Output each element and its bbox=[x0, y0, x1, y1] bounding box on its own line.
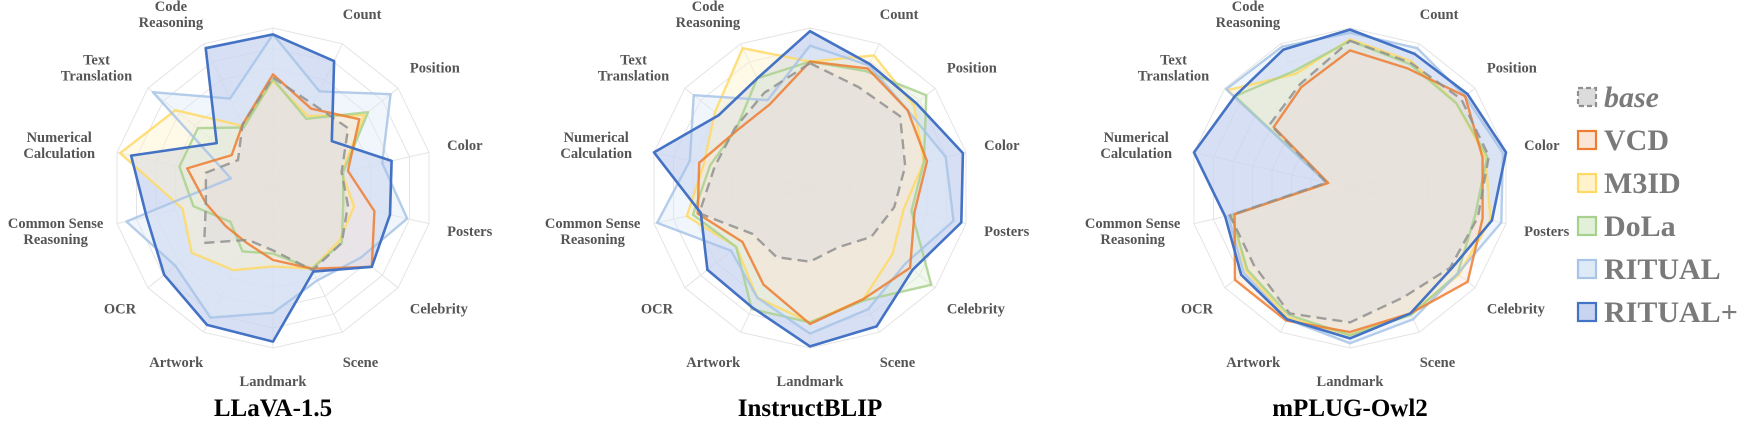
series-line-ritual bbox=[652, 29, 965, 348]
axis-label-scene: Scene bbox=[343, 355, 379, 371]
series-area-base bbox=[1229, 40, 1489, 323]
series-line-ritual bbox=[655, 44, 955, 335]
chart-title: InstructBLIP bbox=[738, 395, 882, 422]
series-line-ritual bbox=[125, 33, 409, 319]
axis-label-artwork: Artwork bbox=[686, 355, 741, 371]
legend-swatch bbox=[1576, 172, 1598, 194]
axis-label-position: Position bbox=[947, 61, 997, 77]
axis-label-landmark: Landmark bbox=[777, 374, 845, 390]
series-area-ritual bbox=[654, 31, 963, 347]
legend-label: M3ID bbox=[1604, 167, 1681, 200]
axis-label-posters: Posters bbox=[984, 224, 1029, 240]
series-area-base bbox=[699, 63, 906, 262]
series-area-m3id bbox=[686, 48, 924, 323]
series-area-vcd bbox=[697, 61, 927, 324]
axis-label-posters: Posters bbox=[447, 224, 492, 240]
axis-label-celebrity: Celebrity bbox=[1487, 301, 1546, 317]
chart-title: LLaVA-1.5 bbox=[214, 395, 332, 422]
series-area-dola bbox=[693, 61, 932, 323]
axis-label-scene: Scene bbox=[1420, 355, 1456, 371]
axis-label-celebrity: Celebrity bbox=[410, 301, 469, 317]
legend-swatch bbox=[1576, 129, 1598, 151]
axis-label-artwork: Artwork bbox=[1226, 355, 1281, 371]
axis-label-count: Count bbox=[343, 7, 382, 23]
chart-title: mPLUG-Owl2 bbox=[1272, 395, 1428, 422]
radar-chart-mplug-owl2: ExistenceCountPositionColorPostersCelebr… bbox=[1085, 0, 1570, 422]
axis-label-artwork: Artwork bbox=[149, 355, 204, 371]
legend-item-m3id: M3ID bbox=[1576, 167, 1681, 200]
series-area-dola bbox=[1231, 40, 1488, 336]
legend-item-dola: DoLa bbox=[1576, 210, 1676, 243]
series-line-vcd bbox=[185, 73, 376, 270]
series-area-vcd bbox=[1234, 50, 1483, 333]
axis-label-ocr: OCR bbox=[104, 301, 137, 317]
series-line-base bbox=[698, 62, 907, 263]
axis-label-existence: Existence bbox=[1321, 0, 1380, 4]
axis-label-color: Color bbox=[984, 138, 1020, 154]
radar-chart-instructblip: ExistenceCountPositionColorPostersCelebr… bbox=[545, 0, 1030, 422]
axis-label-position: Position bbox=[410, 61, 460, 77]
series-line-vcd bbox=[696, 60, 929, 326]
axis-label-color: Color bbox=[447, 138, 483, 154]
axis-label-count: Count bbox=[880, 7, 919, 23]
axis-label-posters: Posters bbox=[1524, 224, 1569, 240]
legend-swatch bbox=[1576, 301, 1598, 323]
series-line-ritual bbox=[1192, 28, 1508, 340]
series-area-base bbox=[204, 77, 349, 271]
axis-label-scene: Scene bbox=[880, 355, 916, 371]
legend-label: RITUAL bbox=[1604, 253, 1721, 286]
series-line-dola bbox=[178, 77, 370, 270]
axis-label-count: Count bbox=[1420, 7, 1459, 23]
legend-label: RITUAL+ bbox=[1604, 296, 1738, 329]
axis-label-position: Position bbox=[1487, 61, 1537, 77]
axis-label-color: Color bbox=[1524, 138, 1560, 154]
legend-item-ritual: RITUAL bbox=[1576, 253, 1721, 286]
axis-label-ocr: OCR bbox=[1181, 301, 1214, 317]
series-area-vcd bbox=[187, 74, 375, 269]
series-area-dola bbox=[179, 79, 369, 269]
legend-item-base: base bbox=[1576, 81, 1659, 114]
series-line-ritual bbox=[129, 33, 393, 343]
series-line-base bbox=[1228, 39, 1491, 324]
legend-label: base bbox=[1604, 81, 1659, 114]
axis-label-existence: Existence bbox=[244, 0, 303, 4]
series-area-ritual bbox=[657, 45, 954, 334]
axis-label-celebrity: Celebrity bbox=[947, 301, 1006, 317]
axis-label-ocr: OCR bbox=[641, 301, 674, 317]
legend-item-ritual: RITUAL+ bbox=[1576, 296, 1738, 329]
legend-label: VCD bbox=[1604, 124, 1669, 157]
radar-chart-llava-1-5: ExistenceCountPositionColorPostersCelebr… bbox=[8, 0, 493, 422]
legend-swatch bbox=[1576, 86, 1598, 108]
axis-label-landmark: Landmark bbox=[1317, 374, 1385, 390]
legend-label: DoLa bbox=[1604, 210, 1676, 243]
series-line-base bbox=[202, 76, 350, 272]
series-area-ritual bbox=[1226, 32, 1503, 344]
series-area-ritual bbox=[1194, 29, 1506, 339]
legend-swatch bbox=[1576, 215, 1598, 237]
series-line-ritual bbox=[1224, 31, 1505, 345]
axis-label-landmark: Landmark bbox=[240, 374, 308, 390]
series-area-m3id bbox=[120, 80, 365, 271]
series-area-m3id bbox=[1227, 39, 1491, 336]
axis-label-existence: Existence bbox=[781, 0, 840, 4]
legend-item-vcd: VCD bbox=[1576, 124, 1669, 157]
legend-swatch bbox=[1576, 258, 1598, 280]
